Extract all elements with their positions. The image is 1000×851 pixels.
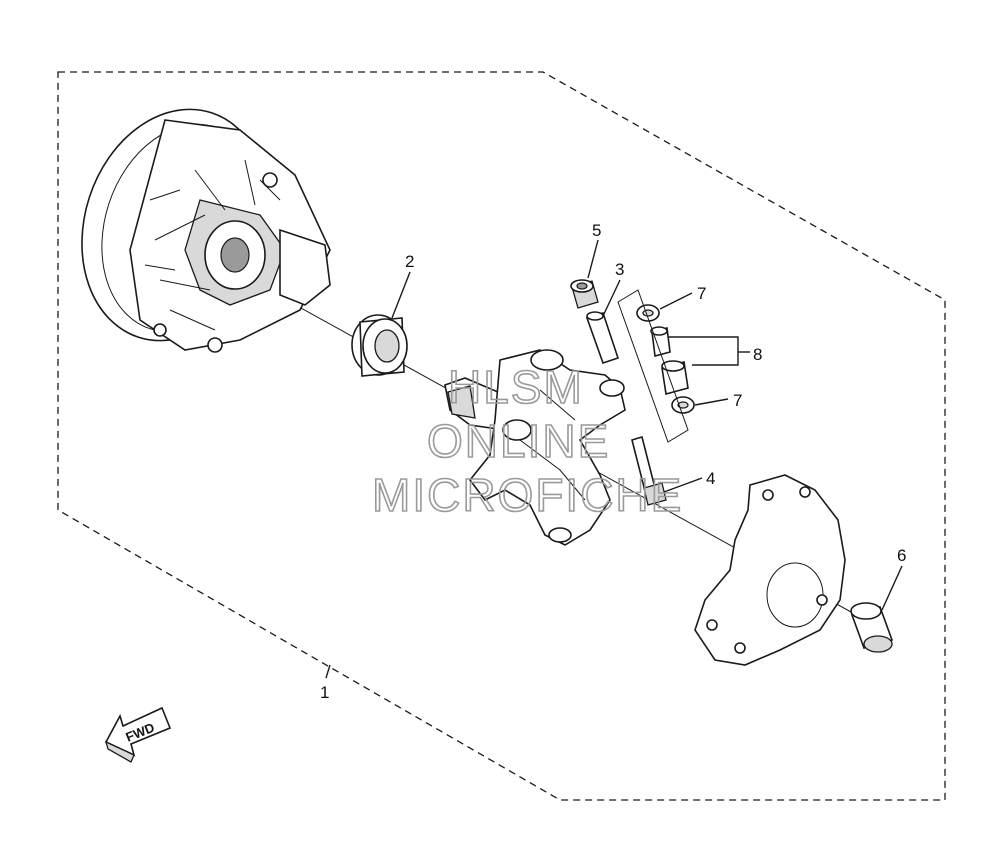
leader-4 <box>663 477 703 493</box>
assembly-boundary <box>57 71 946 801</box>
leader-3 <box>602 279 621 317</box>
svg-text:ONLINE: ONLINE <box>427 415 610 467</box>
nut-5 <box>570 279 599 309</box>
callout-6: 6 <box>897 546 906 565</box>
leader-7b <box>694 398 729 406</box>
group-bracket <box>617 289 689 443</box>
housing <box>81 108 331 353</box>
callout-8: 8 <box>753 345 762 364</box>
svg-text:HLSM: HLSM <box>448 361 584 413</box>
leader-8 <box>668 336 739 366</box>
svg-text:MICROFICHE: MICROFICHE <box>372 469 683 521</box>
callout-7a: 7 <box>697 284 706 303</box>
callout-5: 5 <box>592 221 601 240</box>
leader-7a <box>659 292 693 310</box>
steering-arm <box>444 349 626 546</box>
bushing-8-large <box>661 360 689 396</box>
leader-6 <box>881 565 903 611</box>
bolt-4 <box>631 435 667 506</box>
callout-7b: 7 <box>733 391 742 410</box>
bushing-6 <box>850 602 894 653</box>
leader-2 <box>391 271 411 319</box>
leader-5 <box>587 239 599 279</box>
bushing-2 <box>351 314 408 377</box>
bushing-8-small <box>650 326 671 358</box>
callout-1: 1 <box>320 683 329 702</box>
callout-4: 4 <box>706 469 715 488</box>
callout-2: 2 <box>405 252 414 271</box>
fwd-arrow-icon: FWD <box>104 706 172 763</box>
washer-7-bottom <box>671 396 695 414</box>
collar-3 <box>585 311 620 365</box>
watermark: HLSM ONLINE MICROFICHE <box>371 360 683 522</box>
callout-3: 3 <box>615 260 624 279</box>
leader-1 <box>325 664 331 679</box>
cover-plate <box>694 474 846 666</box>
